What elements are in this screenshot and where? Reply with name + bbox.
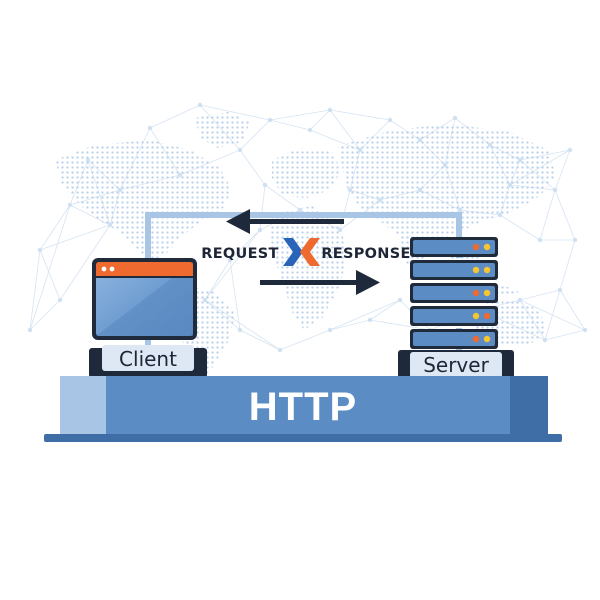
network-node — [397, 297, 403, 303]
network-link — [199, 104, 271, 121]
client-label: Client — [119, 347, 177, 371]
server-status-led — [483, 289, 491, 297]
server-status-led — [472, 289, 480, 297]
server-status-led — [483, 266, 491, 274]
browser-window-icon — [92, 258, 197, 340]
network-node — [582, 327, 588, 333]
server-status-led — [472, 335, 480, 343]
request-label: REQUEST — [201, 246, 279, 262]
response-label: RESPONSE — [321, 246, 410, 262]
network-link — [309, 109, 331, 131]
server-label: Server — [423, 353, 489, 377]
network-link — [329, 299, 401, 331]
network-node — [537, 237, 543, 243]
network-node — [267, 117, 273, 123]
network-link — [369, 319, 431, 331]
network-node — [237, 327, 243, 333]
network-link — [269, 109, 331, 121]
exchange-chevrons-icon — [283, 238, 320, 266]
network-link — [39, 224, 111, 251]
network-link — [29, 204, 71, 331]
connection-frame — [145, 212, 462, 258]
network-node — [147, 125, 153, 131]
network-link — [29, 299, 61, 331]
network-link — [229, 229, 261, 261]
server-rack-icon — [410, 237, 498, 360]
network-node — [257, 227, 263, 233]
network-link — [544, 329, 586, 341]
network-link — [149, 104, 201, 129]
server-status-led — [472, 266, 480, 274]
network-node — [67, 202, 73, 208]
network-node — [307, 127, 313, 133]
network-link — [329, 109, 391, 121]
network-node — [227, 257, 233, 263]
network-node — [552, 187, 558, 193]
server-status-led — [483, 243, 491, 251]
network-link — [329, 319, 371, 331]
network-link — [559, 289, 586, 331]
http-label: HTTP — [249, 385, 357, 429]
server-label-plate — [398, 350, 514, 380]
server-unit — [410, 306, 498, 326]
network-node — [387, 117, 393, 123]
network-node — [57, 297, 63, 303]
network-node — [327, 327, 333, 333]
network-link — [499, 214, 541, 241]
network-link — [539, 189, 556, 241]
server-unit — [410, 260, 498, 280]
network-node — [327, 107, 333, 113]
network-node — [367, 317, 373, 323]
network-link — [229, 259, 241, 331]
network-link — [554, 149, 571, 191]
server-unit — [410, 283, 498, 303]
network-node — [237, 147, 243, 153]
network-link — [519, 289, 561, 301]
network-node — [567, 147, 573, 153]
network-link — [544, 289, 561, 341]
network-node — [517, 297, 523, 303]
network-node — [37, 247, 43, 253]
http-platform — [44, 376, 562, 442]
network-link — [39, 204, 71, 251]
network-link — [269, 119, 311, 131]
server-status-led — [472, 243, 480, 251]
server-status-led — [483, 312, 491, 320]
request-arrow — [226, 209, 344, 234]
server-status-led — [483, 335, 491, 343]
network-link — [204, 229, 261, 301]
response-arrow — [260, 270, 380, 295]
network-link — [59, 224, 111, 301]
server-status-led — [472, 312, 480, 320]
network-link — [559, 239, 576, 291]
network-node — [572, 237, 578, 243]
network-link — [279, 329, 331, 351]
network-link — [239, 329, 281, 351]
network-link — [239, 119, 271, 151]
network-link — [29, 249, 41, 331]
network-node — [542, 337, 548, 343]
network-node — [452, 115, 458, 121]
network-node — [557, 287, 563, 293]
client-label-plate — [89, 345, 207, 378]
network-link — [369, 299, 401, 321]
server-unit — [410, 237, 498, 257]
network-node — [277, 347, 283, 353]
server-unit — [410, 329, 498, 349]
network-link — [39, 249, 61, 301]
network-link — [239, 149, 266, 186]
network-node — [27, 327, 33, 333]
network-link — [554, 189, 576, 241]
network-node — [262, 182, 268, 188]
network-node — [197, 102, 203, 108]
network-link — [264, 184, 301, 211]
